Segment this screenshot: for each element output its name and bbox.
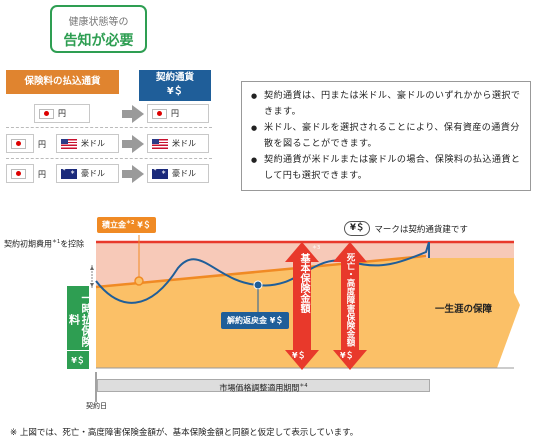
lump-sum-currency: ¥＄	[67, 350, 89, 369]
row-divider	[6, 127, 212, 128]
disclosure-required-badge: 健康状態等の 告知が必要	[50, 5, 147, 53]
accumulation-line	[95, 254, 427, 289]
row-divider	[6, 158, 212, 159]
arrow-right-icon	[122, 105, 144, 123]
arrow-right-icon	[122, 165, 144, 183]
contract-currency-label: 米ドル	[172, 139, 196, 148]
market-adjustment-period: 市場価格調整適用期間＊4	[97, 379, 430, 393]
payment-currency-label: 円	[38, 140, 46, 149]
accumulation-chip: 積立金＊2 ¥＄	[97, 217, 156, 233]
us-flag-icon	[61, 138, 77, 149]
contract-currency-label: 豪ドル	[172, 169, 196, 178]
japan-flag-icon	[152, 108, 167, 119]
payment-currency-label: 円	[38, 170, 46, 179]
initial-fee-label: 契約初期費用＊1を控除	[4, 239, 85, 249]
info-bullet: 契約通貨が米ドルまたは豪ドルの場合、保険料の払込通貨として円も選択できます。	[251, 152, 522, 184]
info-bullet: 米ドル、豪ドルを選択されることにより、保有資産の通貨分散を図ることができます。	[251, 120, 522, 152]
death-amount-currency: ¥＄	[340, 351, 354, 360]
arrow-right-icon	[122, 135, 144, 153]
surrender-value-chip: 解約返戻金 ¥＄	[221, 312, 290, 329]
australia-flag-icon	[152, 167, 168, 179]
contract-cell-row2: 米ドル	[147, 134, 209, 153]
japan-flag-icon	[11, 168, 26, 179]
lump-sum-premium-label: 一時払保険料	[67, 286, 93, 350]
payment-cell-row3b: 豪ドル	[56, 164, 119, 183]
payment-currency-label: 円	[58, 109, 66, 118]
payment-cell-row2a	[6, 134, 34, 153]
currency-mark: ¥＄	[344, 221, 371, 236]
death-amount-label: 死亡・高度障害保険金額	[345, 253, 355, 347]
badge-line1: 健康状態等の	[68, 17, 129, 28]
currency-legend: ¥＄ マークは契約通貨建です	[344, 221, 468, 236]
payment-cell-row3a	[6, 164, 34, 183]
contract-date-label: 契約日	[86, 402, 107, 410]
lifetime-arrow-shape	[430, 258, 520, 368]
basic-amount-arrow	[285, 242, 319, 370]
japan-flag-icon	[39, 108, 54, 119]
contract-cell-row3: 豪ドル	[147, 164, 209, 183]
australia-flag-icon	[61, 167, 77, 179]
badge-line2: 告知が必要	[63, 33, 134, 49]
payment-currency-label: 豪ドル	[81, 169, 105, 178]
basic-amount-label: 基本保険金額	[298, 253, 309, 313]
accumulation-marker	[134, 276, 144, 286]
payment-currency-label: 米ドル	[81, 139, 105, 148]
payment-cell-row1: 円	[34, 104, 90, 123]
japan-flag-icon	[11, 138, 26, 149]
contract-currency-header-line1: 契約通貨	[155, 72, 194, 83]
contract-currency-label: 円	[171, 109, 179, 118]
basic-amount-sup: ＊3	[312, 245, 321, 251]
info-bullet: 契約通貨は、円または米ドル、豪ドルのいずれかから選択できます。	[251, 88, 522, 120]
death-amount-arrow	[333, 242, 367, 370]
legend-text: マークは契約通貨建です	[374, 224, 468, 235]
payment-cell-row2b: 米ドル	[56, 134, 119, 153]
us-flag-icon	[152, 138, 168, 149]
lifetime-coverage-label: 一生涯の保障	[435, 304, 493, 315]
footnote: ※ 上図では、死亡・高度障害保険金額が、基本保険金額と同額と仮定して表示していま…	[10, 428, 359, 438]
contract-currency-header: 契約通貨 ¥＄	[139, 70, 211, 101]
contract-currency-header-line2: ¥＄	[166, 86, 184, 97]
contract-cell-row1: 円	[147, 104, 209, 123]
basic-amount-currency: ¥＄	[292, 351, 306, 360]
currency-info-box: 契約通貨は、円または米ドル、豪ドルのいずれかから選択できます。 米ドル、豪ドルを…	[241, 81, 531, 191]
surrender-marker	[253, 280, 263, 290]
payment-currency-header: 保険料の払込通貨	[6, 70, 119, 94]
